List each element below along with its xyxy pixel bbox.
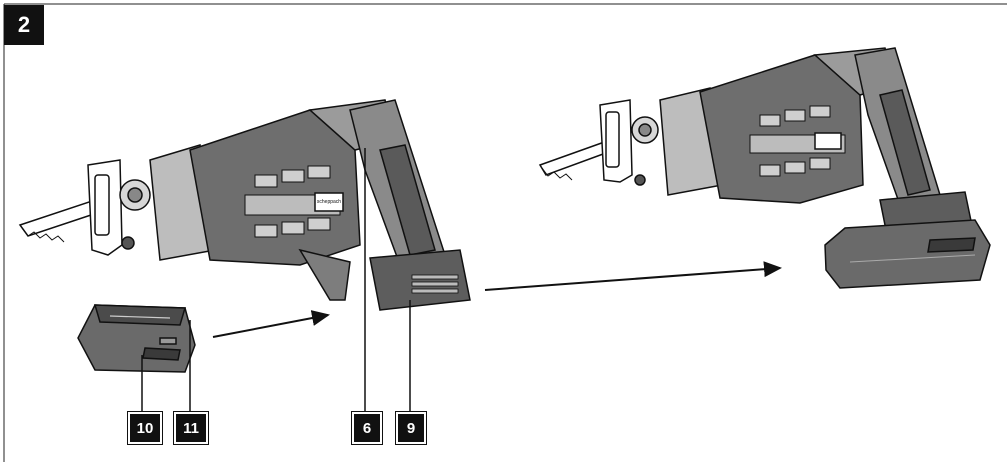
insert-arrow-right: [484, 261, 782, 291]
battery-pack: [77, 304, 196, 373]
reciprocating-saw-right: [538, 47, 991, 289]
callout-11: 11: [173, 411, 209, 445]
logo-plate-text: scheppach: [316, 199, 342, 205]
insert-arrow-left: [212, 310, 330, 338]
reciprocating-saw-left: [18, 99, 471, 311]
figure-number: 2: [4, 5, 44, 45]
callout-10: 10: [127, 411, 163, 445]
callout-9: 9: [395, 411, 427, 445]
callout-6: 6: [351, 411, 383, 445]
